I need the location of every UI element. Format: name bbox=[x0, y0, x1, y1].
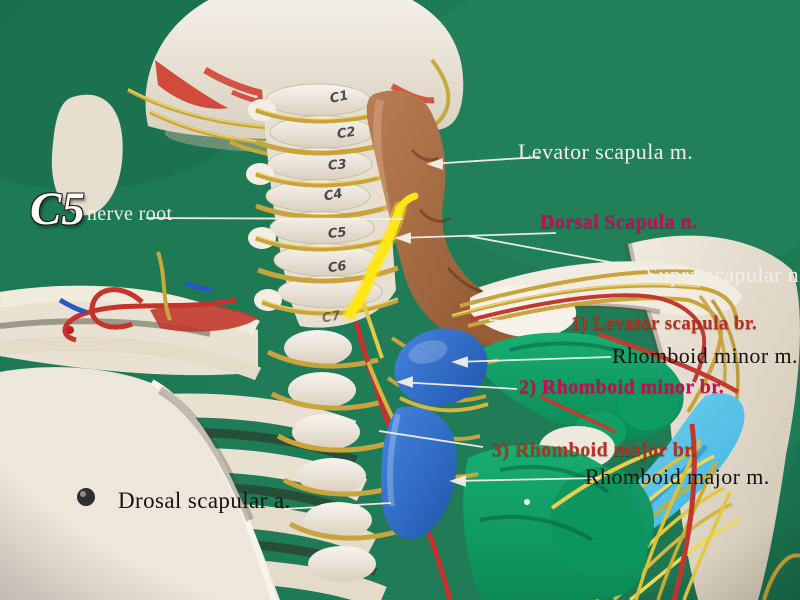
vertebra-label: C3 bbox=[327, 157, 348, 174]
label-rhomboid-major-m: Rhomboid major m. bbox=[585, 464, 770, 489]
label-rhomboid-major-br: 3) Rhomboid major br. bbox=[492, 439, 698, 461]
label-c5-glyph: C5 bbox=[30, 183, 85, 235]
label-levator-scapula-br: 1) Levator scapula br. bbox=[571, 313, 758, 334]
label-rhomboid-minor-br: 2) Rhomboid minor br. bbox=[519, 376, 725, 398]
vertebra-label: C2 bbox=[336, 124, 357, 143]
vertebra-label: C4 bbox=[322, 186, 344, 205]
label-rhomboid-minor-m: Rhomboid minor m. bbox=[612, 343, 798, 368]
vertebra-label: C5 bbox=[327, 225, 348, 242]
vertebra-label: C6 bbox=[327, 258, 348, 277]
label-drosal-scapular-a: Drosal scapular a. bbox=[118, 488, 291, 513]
label-c5-nerve-root: C5 nerve root bbox=[30, 183, 173, 235]
vertebra-label: C7 bbox=[320, 308, 342, 327]
label-levator-scapula-m: Levator scapula m. bbox=[518, 139, 694, 164]
label-c5-text: nerve root bbox=[86, 203, 173, 225]
label-supra-scapular-n: Supra scapular n. bbox=[646, 262, 800, 287]
label-dorsal-scapula-n: Dorsal Scapula n. bbox=[540, 211, 698, 233]
